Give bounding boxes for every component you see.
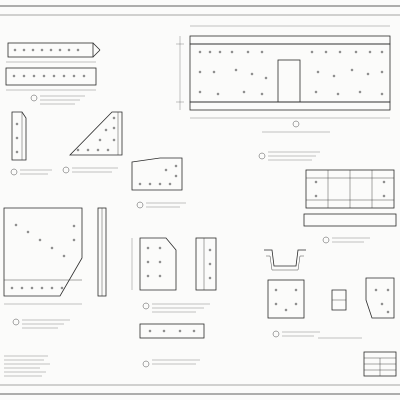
view-small-plate [139, 323, 205, 368]
view-corner-gusset [131, 157, 186, 209]
view-end-gusset [318, 277, 395, 339]
title-block [363, 351, 397, 377]
view-large-gusset [3, 207, 107, 329]
view-trapezoid-gusset [62, 111, 123, 174]
hole-grid-web [198, 50, 384, 96]
sheet-border [0, 5, 400, 395]
view-web-plate [176, 25, 391, 161]
hole-row-top [13, 48, 80, 52]
hole-row-bottom [12, 74, 86, 78]
view-clip-angle [131, 237, 217, 313]
view-angle-gusset [10, 111, 52, 176]
hole-grid-large [10, 223, 76, 290]
view-channel-plate [303, 169, 397, 244]
view-hat-bracket [264, 249, 320, 338]
notes-block [4, 355, 50, 377]
view-horizontal-plate [5, 42, 101, 105]
